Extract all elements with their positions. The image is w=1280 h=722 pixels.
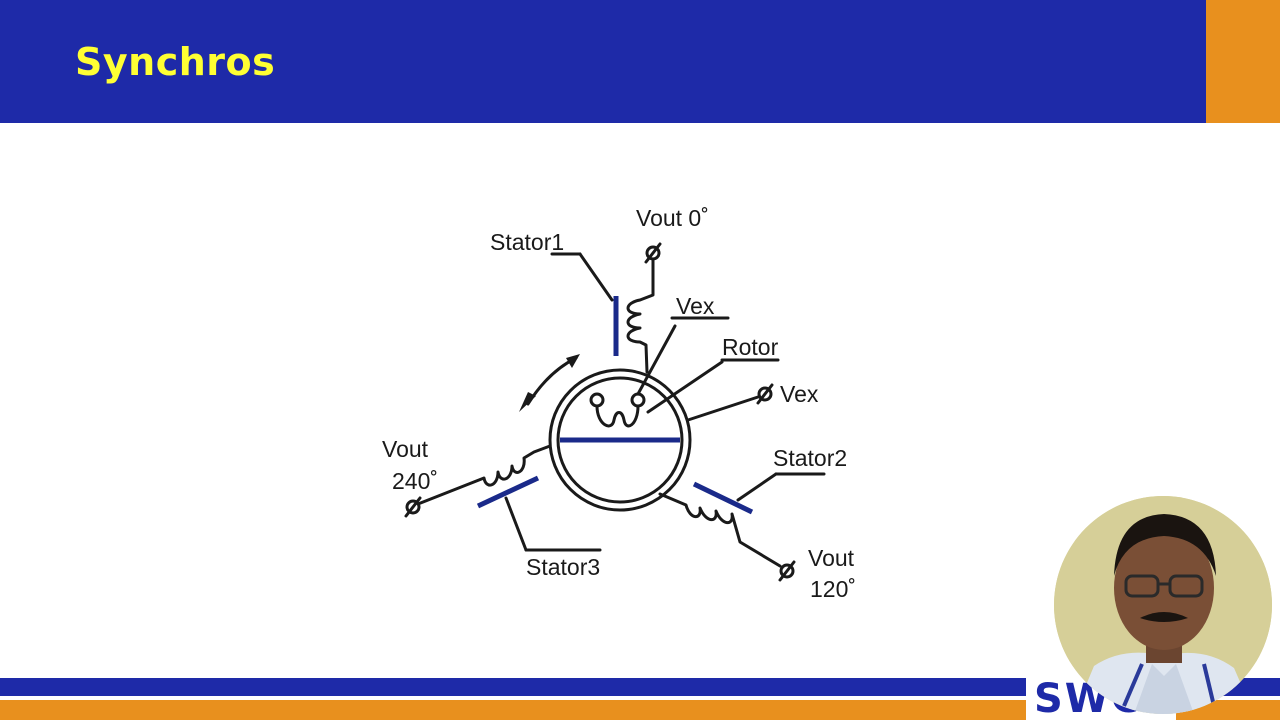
presenter-webcam [1054, 496, 1272, 714]
label-vout240-line2: 240˚ [392, 468, 438, 494]
label-stator3: Stator3 [526, 554, 600, 580]
presenter-avatar [1054, 496, 1272, 714]
label-rotor: Rotor [722, 334, 779, 360]
rotation-arrowhead-down [519, 392, 536, 412]
vex-right-terminal [757, 386, 773, 402]
label-stator2: Stator2 [773, 445, 847, 471]
label-vout120-line2: 120˚ [810, 576, 856, 602]
label-stator1: Stator1 [490, 229, 564, 255]
rotor-outer-ring [548, 368, 692, 512]
slide-title: Synchros [75, 40, 276, 84]
rotor-terminal-left [589, 392, 605, 408]
stator3-plate [476, 475, 540, 509]
vout240-terminal [405, 499, 421, 515]
rotation-arrowhead-up [566, 354, 580, 368]
rotor-terminal-right [630, 392, 646, 408]
label-vex-right: Vex [780, 381, 819, 407]
stator3-winding [416, 444, 552, 506]
footer-gap [0, 696, 1280, 700]
label-vex-top: Vex [676, 293, 715, 319]
rotor-inner-ring [556, 376, 684, 504]
label-vout120-line1: Vout [808, 545, 855, 571]
rotor-winding [595, 404, 640, 428]
stator2-plate [692, 481, 754, 515]
header-accent-bar [1206, 0, 1280, 123]
footer-orange-bar [0, 700, 1280, 720]
label-vout240-line1: Vout [382, 436, 429, 462]
stator2-winding [658, 492, 782, 568]
stator1-winding [626, 257, 655, 374]
slide-header [0, 0, 1206, 123]
label-vout0: Vout 0˚ [636, 205, 709, 231]
vout120-terminal [779, 563, 795, 579]
rotation-arc [526, 356, 578, 406]
footer-blue-bar [0, 678, 1280, 696]
